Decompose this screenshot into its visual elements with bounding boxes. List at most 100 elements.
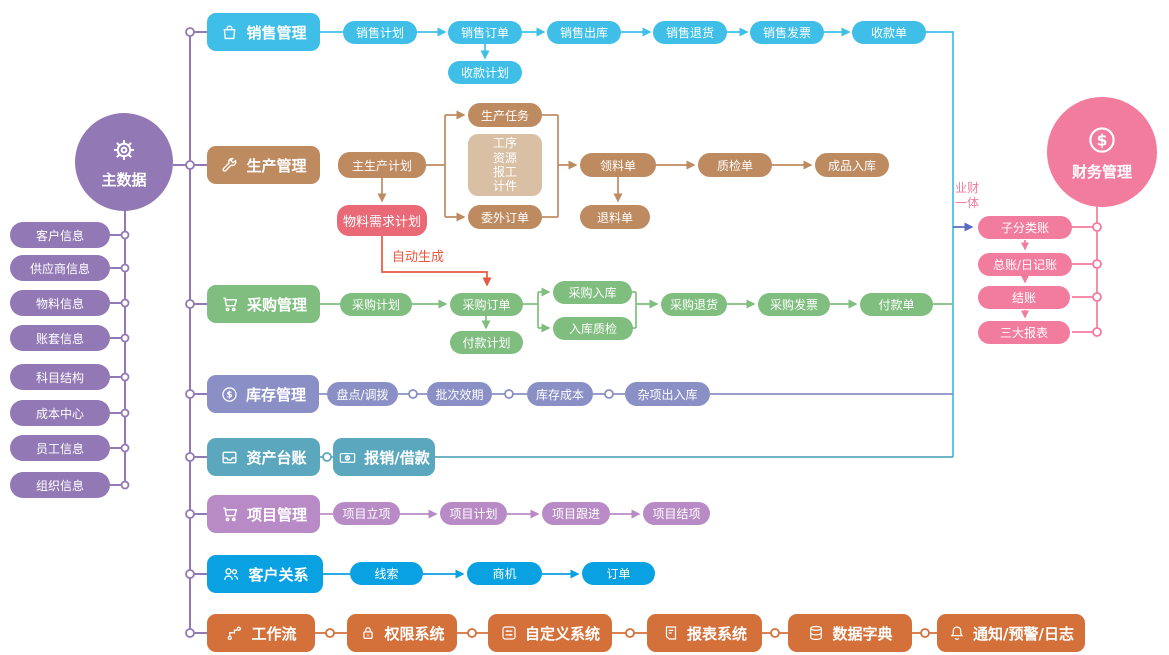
node-project-plan: 项目计划	[440, 502, 507, 525]
expense-loan-label: 报销/借款	[364, 448, 430, 467]
production-header-label: 生产管理	[246, 156, 307, 175]
production-connectors	[377, 110, 813, 222]
wrench-icon	[220, 156, 239, 175]
lock-icon	[359, 624, 377, 642]
node-data-dictionary: 数据字典	[788, 614, 912, 652]
finance-connectors	[1021, 205, 1102, 337]
process-line: 计件	[492, 179, 517, 194]
master-data-label: 主数据	[101, 170, 147, 189]
process-line: 报工	[492, 165, 517, 179]
shopping-bag-icon	[220, 23, 239, 42]
node-mrp: 物料需求计划	[337, 205, 427, 236]
auto-generate-connector	[381, 236, 492, 287]
sales-connectors	[320, 27, 954, 457]
node-batch-expiry: 批次效期	[427, 382, 492, 406]
asset-connectors	[320, 452, 953, 462]
permission-system-label: 权限系统	[384, 624, 445, 643]
sales-header: 销售管理	[207, 13, 320, 51]
process-line: 工序	[492, 136, 517, 151]
purchase-header-label: 采购管理	[246, 295, 307, 314]
node-purchase-invoice: 采购发票	[758, 293, 830, 316]
node-payment-doc: 付款单	[860, 293, 933, 316]
dollar-circle-icon: $	[220, 385, 239, 404]
master-item: 员工信息	[10, 435, 110, 461]
purchase-header: 采购管理	[207, 285, 320, 323]
master-item: 供应商信息	[10, 255, 110, 281]
node-project-initiation: 项目立项	[333, 502, 400, 525]
notify-alert-log-label: 通知/预警/日志	[973, 624, 1074, 643]
master-item: 客户信息	[10, 222, 110, 248]
node-permission-system: 权限系统	[347, 614, 457, 652]
node-stocktake-transfer: 盘点/调拨	[327, 382, 398, 406]
node-opportunity: 商机	[467, 562, 542, 585]
auto-generate-note: 自动生成	[392, 250, 445, 265]
sliders-icon	[500, 624, 518, 642]
node-outsource-order: 委外订单	[468, 205, 542, 229]
node-sales-order: 销售订单	[448, 21, 522, 44]
node-purchase-order: 采购订单	[450, 293, 523, 316]
project-header-label: 项目管理	[246, 505, 307, 524]
node-subledger: 子分类账	[978, 216, 1072, 239]
people-icon	[221, 564, 241, 584]
cart-icon	[220, 294, 240, 314]
node-expense-loan: $ 报销/借款	[333, 438, 435, 476]
inbox-icon	[220, 448, 239, 467]
svg-text:$: $	[226, 390, 232, 400]
bell-icon	[948, 624, 966, 642]
master-item: 成本中心	[10, 400, 110, 426]
svg-text:$: $	[346, 455, 349, 461]
finance-circle: $ 财务管理	[1047, 97, 1157, 207]
node-sales-plan: 销售计划	[343, 21, 417, 44]
node-receipt: 收款单	[852, 21, 926, 44]
master-item: 组织信息	[10, 472, 110, 498]
gear-icon	[109, 135, 139, 165]
node-receipt-plan: 收款计划	[448, 61, 522, 84]
crm-header: 客户关系	[207, 555, 323, 593]
node-notify-alert-log: 通知/预警/日志	[937, 614, 1085, 652]
inventory-header: $ 库存管理	[207, 375, 319, 413]
node-misc-in-out: 杂项出入库	[625, 382, 710, 406]
workflow-header: 工作流	[207, 614, 315, 652]
process-line: 资源	[492, 150, 517, 165]
inventory-header-label: 库存管理	[245, 385, 306, 404]
crm-header-label: 客户关系	[248, 565, 309, 584]
node-closing: 结账	[978, 286, 1070, 309]
purchase-connectors	[320, 287, 953, 333]
project-header: 项目管理	[207, 495, 320, 533]
node-payment-plan: 付款计划	[450, 331, 523, 354]
node-quality-check: 质检单	[698, 153, 772, 177]
data-dictionary-label: 数据字典	[832, 624, 893, 643]
node-lead: 线索	[350, 562, 423, 585]
svg-text:$: $	[1097, 131, 1108, 149]
node-inventory-cost: 库存成本	[527, 382, 593, 406]
flow-icon	[225, 624, 244, 643]
master-trunk-connectors	[110, 27, 207, 638]
cart-icon	[220, 504, 240, 524]
custom-system-label: 自定义系统	[524, 624, 600, 643]
sales-header-label: 销售管理	[246, 23, 307, 42]
node-master-production-plan: 主生产计划	[338, 152, 426, 178]
node-general-ledger: 总账/日记账	[978, 253, 1072, 276]
workflow-header-label: 工作流	[251, 624, 297, 643]
master-data-circle: 主数据	[75, 113, 173, 211]
master-item: 科目结构	[10, 364, 110, 390]
document-icon	[662, 624, 680, 642]
database-icon	[807, 624, 825, 642]
node-production-task: 生产任务	[468, 103, 542, 127]
node-project-closure: 项目结项	[643, 502, 710, 525]
banknote-icon: $	[338, 448, 357, 467]
master-item: 账套信息	[10, 325, 110, 351]
asset-header: 资产台账	[207, 438, 320, 476]
asset-header-label: 资产台账	[246, 448, 307, 467]
finance-label: 财务管理	[1071, 162, 1132, 181]
master-item: 物料信息	[10, 290, 110, 316]
business-finance-link-label: 业财 一体	[955, 181, 980, 210]
node-three-statements: 三大报表	[978, 321, 1070, 344]
dollar-circle-icon: $	[1085, 123, 1119, 157]
node-project-tracking: 项目跟进	[542, 502, 610, 525]
node-material-requisition: 领料单	[580, 153, 656, 177]
node-purchase-return: 采购退货	[661, 293, 727, 316]
node-report-system: 报表系统	[647, 614, 762, 652]
